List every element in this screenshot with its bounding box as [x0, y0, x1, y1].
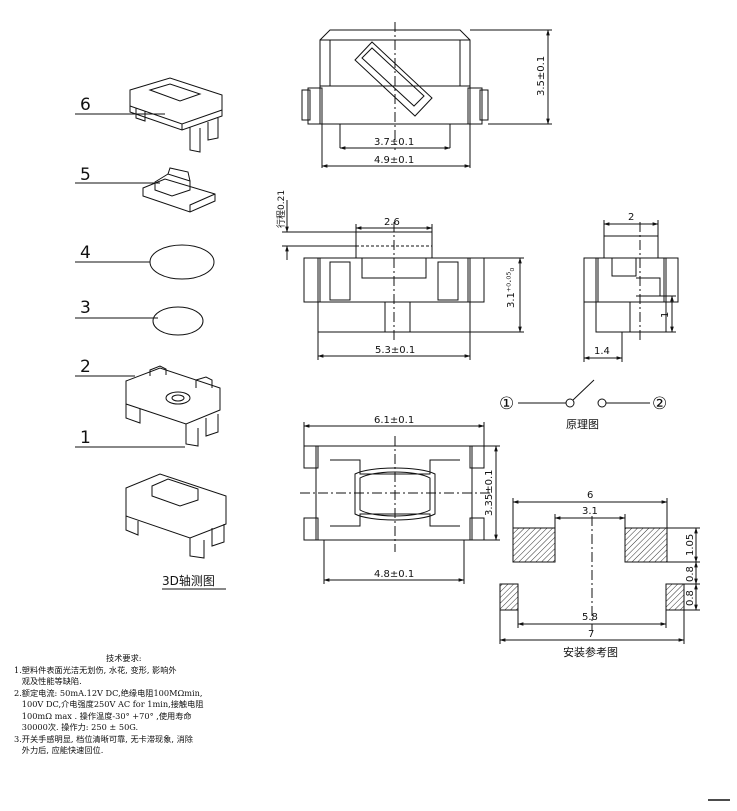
- dim-front-width: 5.3±0.1: [375, 345, 415, 356]
- top-view: [301, 22, 552, 168]
- part-4-dome: [149, 244, 215, 280]
- side-view: [583, 220, 679, 362]
- terminal-2-label: ②: [652, 394, 667, 414]
- dim-top-height: 3.5±0.1: [536, 56, 547, 96]
- part-label-1: 1: [80, 428, 91, 448]
- tech-note-line: 100V DC,介电强度250V AC for 1min,接触电阻: [14, 699, 204, 709]
- dim-front-actuator: 2.6: [384, 217, 400, 228]
- schematic-caption: 原理图: [566, 418, 599, 431]
- dim-top-width-outer: 4.9±0.1: [374, 155, 414, 166]
- dim-side-height: 1: [660, 312, 671, 318]
- pcb-layout-dims: 6 3.1 5.8 7 1.05 0.8 0.8 安装参考图: [563, 490, 696, 659]
- front-view-dims: 2.6 5.3±0.1 3.1⁺⁰·⁰⁵₀ 行程0.21: [275, 190, 517, 356]
- dim-front-height: 3.1⁺⁰·⁰⁵₀: [506, 268, 517, 308]
- front-view: [282, 200, 524, 360]
- dim-pcb-6: 6: [587, 490, 593, 501]
- tech-note-line: 外力后, 应能快速回位.: [14, 745, 104, 755]
- dim-bottom-width: 6.1±0.1: [374, 415, 414, 426]
- part-label-3: 3: [80, 298, 91, 318]
- dim-pcb-1-05: 1.05: [685, 534, 696, 556]
- dim-pcb-5-8: 5.8: [582, 612, 598, 623]
- dim-pcb-0-8-a: 0.8: [685, 566, 696, 582]
- terminal-1-label: ①: [499, 394, 514, 414]
- dim-pcb-3-1: 3.1: [582, 506, 598, 517]
- bottom-view: [300, 422, 500, 584]
- tech-note-line: 观及性能等缺陷.: [14, 676, 82, 686]
- exploded-labels: 6 5 4 3 2 1 3D轴测图: [80, 95, 226, 590]
- tech-note-line: 3.开关手感明显, 档位清晰可靠, 无卡滞现象, 消除: [14, 733, 193, 744]
- exploded-view: [75, 77, 227, 559]
- tech-note-line: 1.塑料件表面光洁无划伤, 水花, 变形, 影响外: [14, 664, 177, 675]
- side-view-dims: 2 1.4 1: [594, 212, 671, 357]
- dim-bottom-height: 3.35±0.1: [484, 469, 495, 516]
- part-6-cover: [129, 77, 223, 153]
- schematic-labels: ① ② 原理图: [499, 394, 667, 431]
- stroke-label: 行程0.21: [275, 190, 287, 228]
- part-label-5: 5: [80, 165, 91, 185]
- part-label-2: 2: [80, 357, 91, 377]
- dim-side-top: 2: [628, 212, 634, 223]
- assembled-switch: [125, 473, 227, 559]
- tech-note-line: 2.额定电流: 50mA.12V DC,绝缘电阻100MΩmin,: [14, 687, 203, 698]
- part-3-dome: [152, 306, 204, 336]
- dim-pcb-7: 7: [588, 629, 594, 640]
- dim-side-lead: 1.4: [594, 346, 610, 357]
- exploded-caption: 3D轴测图: [162, 573, 215, 588]
- part-2-base: [125, 365, 221, 447]
- dim-top-width-inner: 3.7±0.1: [374, 137, 414, 148]
- part-label-4: 4: [80, 243, 91, 263]
- pcb-layout: [499, 498, 700, 644]
- dim-bottom-inner: 4.8±0.1: [374, 569, 414, 580]
- pcb-caption: 安装参考图: [563, 645, 618, 659]
- schematic: [518, 379, 650, 408]
- technical-notes: 技术要求: 1.塑料件表面光洁无划伤, 水花, 变形, 影响外 观及性能等缺陷.…: [14, 653, 294, 757]
- top-view-dims: 3.7±0.1 4.9±0.1 3.5±0.1: [374, 56, 547, 166]
- tech-notes-title: 技术要求:: [106, 653, 142, 663]
- part-label-6: 6: [80, 95, 91, 115]
- tech-note-line: 100mΩ max . 操作温度-30° +70° ,使用寿命: [14, 710, 192, 721]
- bottom-view-dims: 6.1±0.1 4.8±0.1 3.35±0.1: [374, 415, 495, 580]
- part-5-actuator: [142, 167, 216, 213]
- dim-pcb-0-8-b: 0.8: [685, 590, 696, 606]
- tech-note-line: 30000次. 操作力: 250 ± 50G.: [14, 722, 139, 732]
